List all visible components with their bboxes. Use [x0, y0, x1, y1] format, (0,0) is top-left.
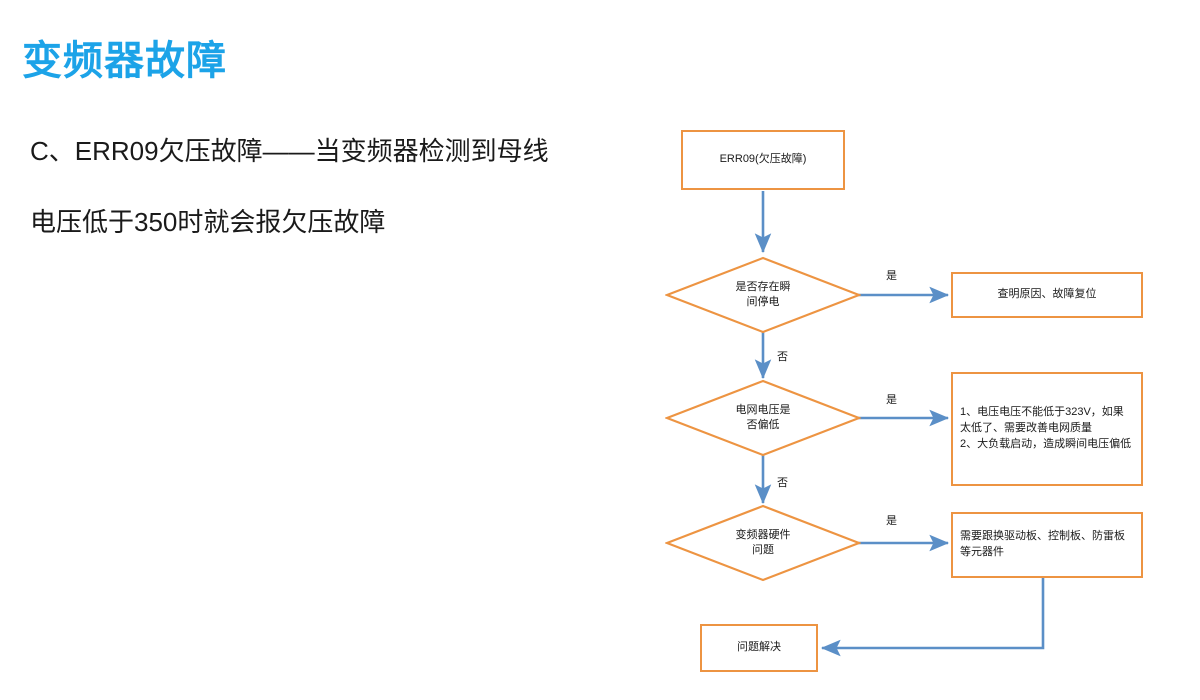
flow-node-decision-power-outage[interactable]: 是否存在瞬间停电	[665, 256, 861, 334]
edge-label-yes-3: 是	[886, 515, 897, 527]
flow-node-action-find-cause-label: 查明原因、故障复位	[997, 288, 1097, 301]
flow-node-decision-hardware[interactable]: 变频器硬件问题	[665, 504, 861, 582]
edge-label-yes-2: 是	[886, 394, 897, 406]
flow-node-start-label: ERR09(欠压故障)	[719, 153, 807, 166]
edge-label-yes-1: 是	[886, 270, 897, 282]
connector-a3-to-end	[820, 578, 1045, 657]
diamond-shape	[665, 256, 861, 334]
edge-label-no-1: 否	[777, 351, 788, 363]
flow-node-end-label: 问题解决	[737, 641, 781, 654]
body-paragraph-1: C、ERR09欠压故障——当变频器检测到母线	[30, 136, 549, 166]
diamond-shape	[665, 379, 861, 457]
flow-node-decision-power-outage-label: 是否存在瞬间停电	[735, 280, 791, 308]
flow-node-start[interactable]: ERR09(欠压故障)	[681, 130, 845, 190]
flow-node-action-replace-boards-label: 需要跟换驱动板、控制板、防雷板等元器件	[960, 530, 1125, 558]
flow-node-decision-grid-voltage[interactable]: 电网电压是否偏低	[665, 379, 861, 457]
body-paragraph-2: 电压低于350时就会报欠压故障	[30, 206, 386, 237]
flow-node-decision-hardware-label: 变频器硬件问题	[735, 528, 791, 556]
body-text-block: C、ERR09欠压故障——当变频器检测到母线 电压低于350时就会报欠压故障	[30, 135, 670, 276]
edge-label-no-2: 否	[777, 477, 788, 489]
flow-node-end[interactable]: 问题解决	[700, 624, 818, 672]
flow-node-action-replace-boards[interactable]: 需要跟换驱动板、控制板、防雷板等元器件	[951, 512, 1143, 578]
flow-node-decision-grid-voltage-label: 电网电压是否偏低	[735, 403, 791, 431]
flow-node-action-find-cause[interactable]: 查明原因、故障复位	[951, 272, 1143, 318]
page-title: 变频器故障	[22, 39, 227, 83]
diamond-shape	[665, 504, 861, 582]
